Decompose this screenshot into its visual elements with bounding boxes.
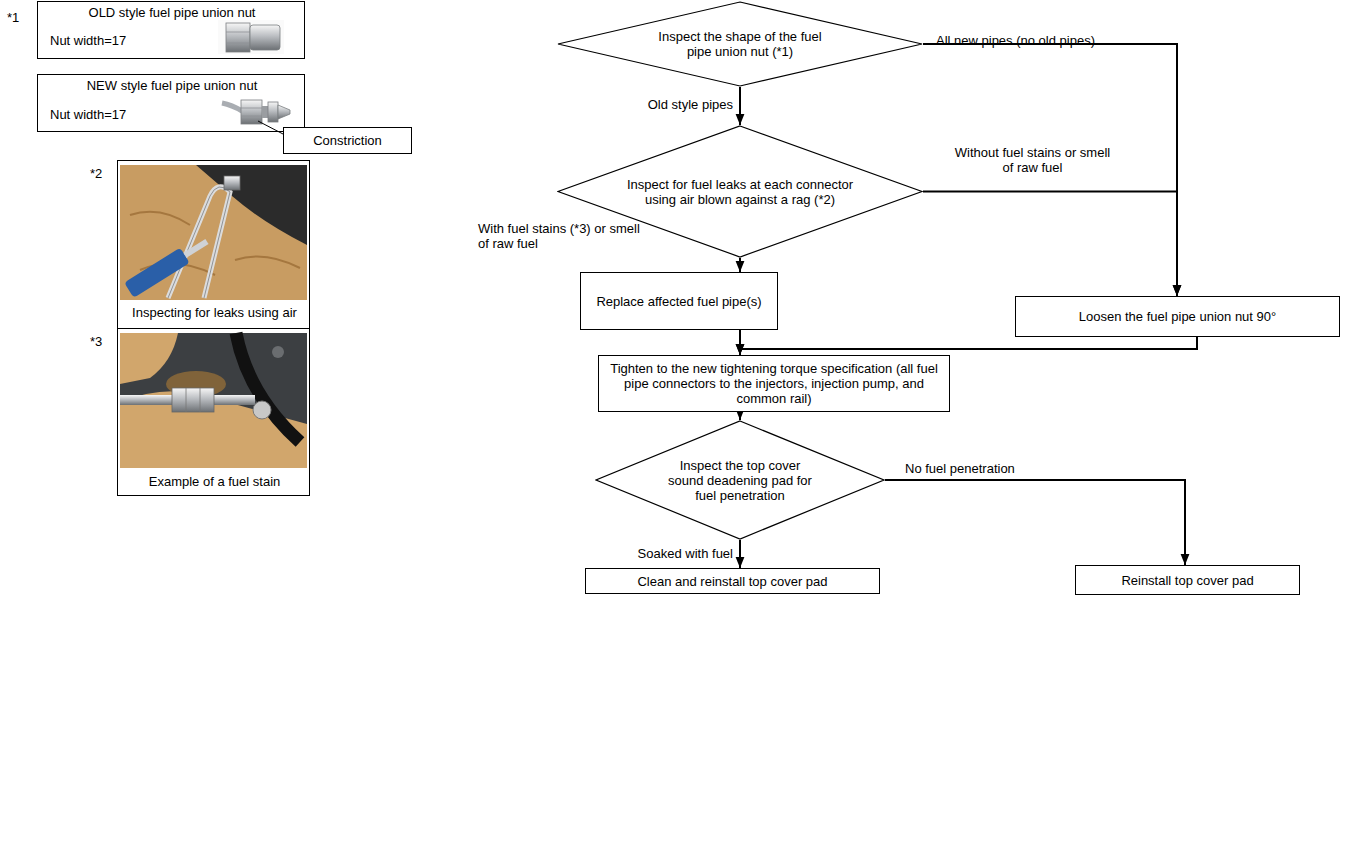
callout-box: Constriction bbox=[283, 127, 412, 154]
node-text: Replace affected fuel pipe(s) bbox=[596, 294, 761, 309]
node-text: Tighten to the new tightening torque spe… bbox=[607, 361, 941, 406]
flow-connector bbox=[885, 480, 1185, 565]
diamond-shape bbox=[596, 421, 884, 539]
node-text: Clean and reinstall top cover pad bbox=[637, 574, 827, 589]
diamond-shape bbox=[558, 2, 922, 86]
edge-label: No fuel penetration bbox=[903, 461, 1073, 476]
edge-label: Soaked with fuel bbox=[598, 546, 735, 561]
node-text: Inspect for fuel leaks at each connector… bbox=[626, 177, 854, 207]
node-text: OLD style fuel pipe union nut bbox=[38, 5, 306, 20]
node-text: NEW style fuel pipe union nut bbox=[38, 78, 306, 93]
leader-line bbox=[258, 121, 283, 134]
flow-connector bbox=[739, 87, 741, 125]
decision-diamond: Inspect the shape of the fuel pipe union… bbox=[557, 1, 923, 87]
photo-frame: Example of a fuel stain bbox=[117, 328, 310, 496]
callout-number: *3 bbox=[88, 334, 104, 349]
callout-number: *2 bbox=[88, 166, 104, 181]
new-nut-photo bbox=[222, 100, 290, 124]
edge-label: With fuel stains (*3) or smell of raw fu… bbox=[476, 221, 654, 251]
process-box: Reinstall top cover pad bbox=[1075, 565, 1300, 595]
node-text: Nut width=17 bbox=[50, 107, 200, 122]
edge-label: Old style pipes bbox=[598, 97, 735, 112]
process-box: Tighten to the new tightening torque spe… bbox=[598, 355, 950, 412]
edge-label: Without fuel stains or smell of raw fuel bbox=[950, 145, 1115, 175]
callout-number: *1 bbox=[5, 10, 21, 25]
flow-connector bbox=[923, 192, 1177, 297]
photo-frame: Inspecting for leaks using air bbox=[117, 160, 310, 329]
node-text: Nut width=17 bbox=[50, 33, 200, 48]
fuel-stain-photo bbox=[120, 333, 307, 468]
node-text: Constriction bbox=[313, 133, 382, 148]
flow-connector bbox=[739, 540, 741, 568]
leak-inspection-photo bbox=[120, 165, 307, 300]
process-box: Loosen the fuel pipe union nut 90° bbox=[1015, 296, 1340, 337]
node-text: Inspect the shape of the fuel pipe union… bbox=[655, 29, 825, 59]
figure-panel: OLD style fuel pipe union nutNut width=1… bbox=[37, 1, 305, 59]
flow-connector bbox=[923, 44, 1177, 296]
node-text: Inspect the top cover sound deadening pa… bbox=[665, 458, 815, 503]
flow-connector bbox=[739, 258, 741, 272]
old-nut-photo bbox=[218, 20, 284, 54]
figure-panel: NEW style fuel pipe union nutNut width=1… bbox=[37, 74, 305, 132]
edge-label: All new pipes (no old pipes) bbox=[934, 33, 1154, 48]
flow-connector bbox=[739, 412, 741, 420]
node-text: Example of a fuel stain bbox=[118, 474, 311, 489]
node-text: Inspecting for leaks using air bbox=[118, 305, 311, 320]
node-text: Reinstall top cover pad bbox=[1121, 573, 1253, 588]
flow-connector bbox=[740, 337, 1197, 355]
process-box: Replace affected fuel pipe(s) bbox=[580, 272, 778, 330]
diamond-shape bbox=[558, 126, 922, 257]
decision-diamond: Inspect for fuel leaks at each connector… bbox=[557, 125, 923, 258]
decision-diamond: Inspect the top cover sound deadening pa… bbox=[595, 420, 885, 540]
node-text: Loosen the fuel pipe union nut 90° bbox=[1079, 309, 1276, 324]
process-box: Clean and reinstall top cover pad bbox=[585, 568, 880, 594]
